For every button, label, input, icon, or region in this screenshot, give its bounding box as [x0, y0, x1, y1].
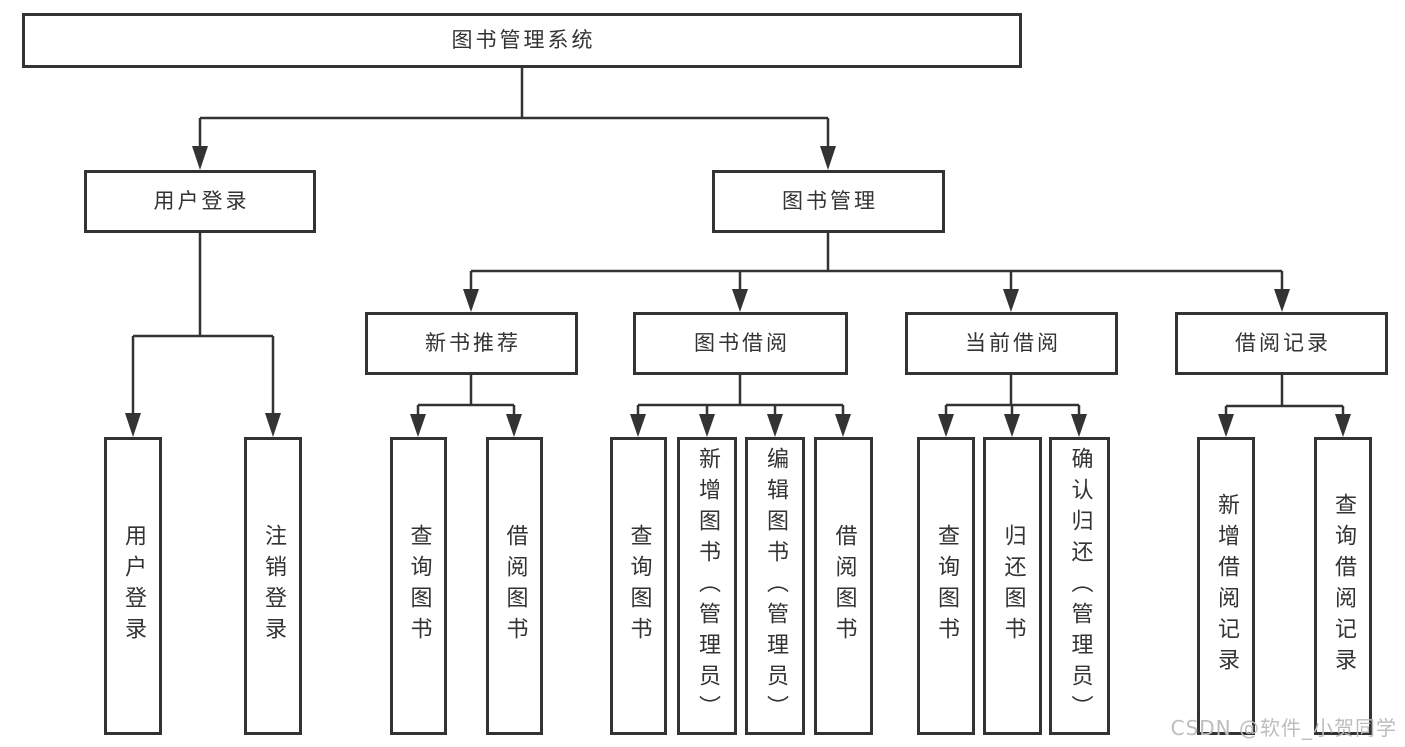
- leaf-label: 查询图书: [934, 524, 959, 648]
- leaf-edit-books-admin: 编辑图书（管理员）: [745, 437, 805, 735]
- arrow-down-icon: [506, 414, 522, 437]
- arrow-down-icon: [1003, 289, 1019, 312]
- node-user-login: 用户登录: [84, 170, 316, 233]
- leaf-label: 查询图书: [406, 524, 432, 648]
- arrow-down-icon: [410, 414, 426, 437]
- arrow-down-icon: [265, 413, 281, 437]
- node-library-management-system: 图书管理系统: [22, 13, 1022, 68]
- leaf-logout: 注销登录: [244, 437, 302, 735]
- leaf-label: 借阅图书: [502, 524, 528, 648]
- leaf-query-books-recommend: 查询图书: [390, 437, 447, 735]
- arrow-down-icon: [699, 414, 715, 437]
- leaf-add-books-admin: 新增图书（管理员）: [677, 437, 737, 735]
- leaf-user-login: 用户登录: [104, 437, 162, 735]
- node-label: 图书管理系统: [451, 28, 596, 52]
- leaf-return-books: 归还图书: [983, 437, 1042, 735]
- leaf-borrow-books-recommend: 借阅图书: [486, 437, 543, 735]
- arrow-down-icon: [1071, 414, 1087, 437]
- leaf-label: 确认归还（管理员）: [1067, 446, 1093, 726]
- leaf-add-borrow-record: 新增借阅记录: [1197, 437, 1255, 735]
- arrow-down-icon: [463, 289, 479, 312]
- arrowheads: [125, 146, 1351, 437]
- node-label: 图书借阅: [694, 331, 790, 355]
- leaf-label: 归还图书: [1000, 524, 1026, 648]
- arrow-down-icon: [125, 413, 141, 437]
- node-label: 新书推荐: [425, 331, 521, 355]
- leaf-label: 查询图书: [626, 524, 652, 648]
- arrow-down-icon: [820, 146, 836, 170]
- leaf-label: 借阅图书: [831, 524, 857, 648]
- node-label: 用户登录: [153, 189, 250, 213]
- leaf-label: 新增图书（管理员）: [695, 446, 720, 726]
- node-new-book-recommend: 新书推荐: [365, 312, 578, 375]
- leaf-label: 查询借阅记录: [1331, 493, 1356, 679]
- leaf-borrow-books: 借阅图书: [814, 437, 873, 735]
- arrow-down-icon: [938, 414, 954, 437]
- node-borrow-records: 借阅记录: [1175, 312, 1388, 375]
- leaf-label: 编辑图书（管理员）: [763, 446, 788, 726]
- node-book-borrow: 图书借阅: [633, 312, 848, 375]
- node-label: 借阅记录: [1235, 331, 1331, 355]
- arrow-down-icon: [835, 414, 851, 437]
- arrow-down-icon: [767, 414, 783, 437]
- arrow-down-icon: [1004, 414, 1020, 437]
- leaf-query-books-borrow: 查询图书: [610, 437, 667, 735]
- leaf-label: 注销登录: [261, 524, 286, 648]
- arrow-down-icon: [1274, 289, 1290, 312]
- leaf-query-books-current: 查询图书: [917, 437, 975, 735]
- arrow-down-icon: [1335, 414, 1351, 437]
- arrow-down-icon: [192, 146, 208, 170]
- arrow-down-icon: [732, 289, 748, 312]
- leaf-label: 新增借阅记录: [1214, 493, 1239, 679]
- node-label: 当前借阅: [965, 331, 1061, 355]
- arrow-down-icon: [630, 414, 646, 437]
- arrow-down-icon: [1218, 414, 1234, 437]
- leaf-label: 用户登录: [121, 524, 146, 648]
- node-book-management: 图书管理: [712, 170, 945, 233]
- csdn-watermark: CSDN @软件_小贺同学: [1170, 716, 1397, 740]
- leaf-confirm-return-admin: 确认归还（管理员）: [1049, 437, 1110, 735]
- node-current-borrow: 当前借阅: [905, 312, 1118, 375]
- node-label: 图书管理: [782, 189, 878, 213]
- leaf-query-borrow-record: 查询借阅记录: [1314, 437, 1372, 735]
